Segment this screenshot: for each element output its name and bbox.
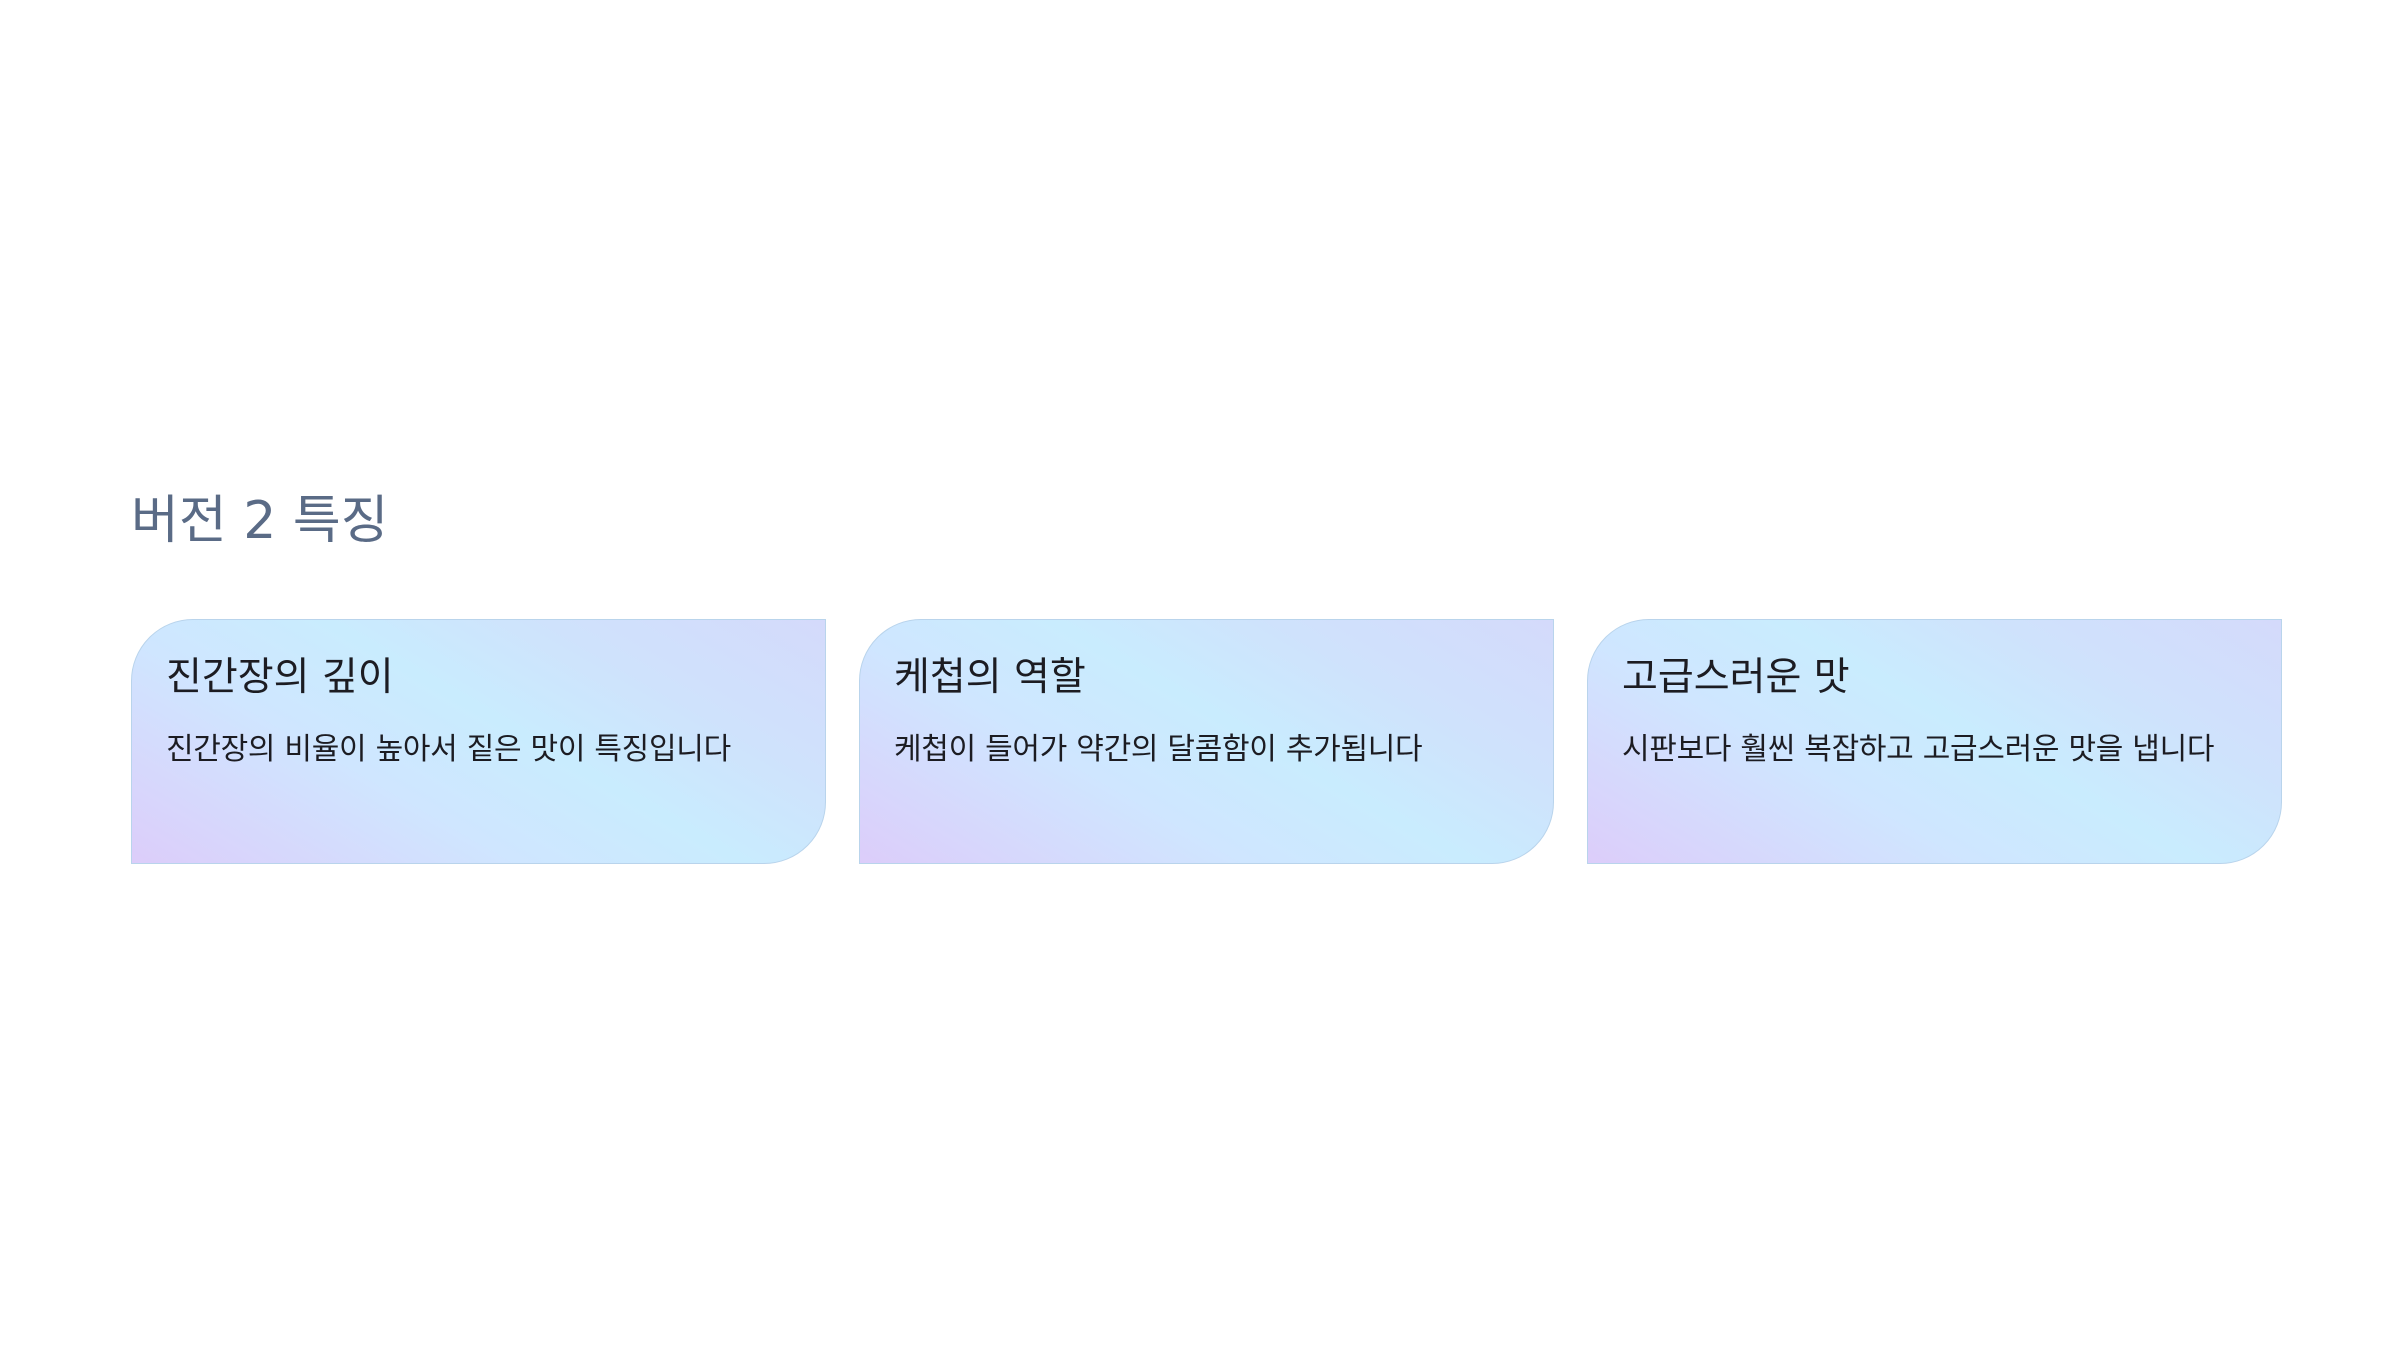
card-description: 진간장의 비율이 높아서 짙은 맛이 특징입니다 — [166, 732, 731, 767]
card-description: 시판보다 훨씬 복잡하고 고급스러운 맛을 냅니다 — [1622, 732, 2215, 767]
feature-cards: 진간장의 깊이 진간장의 비율이 높아서 짙은 맛이 특징입니다 케첩의 역할 … — [131, 619, 2283, 864]
card-title: 진간장의 깊이 — [166, 655, 394, 700]
section-title: 버전 2 특징 — [131, 491, 389, 551]
feature-card-premium-taste: 고급스러운 맛 시판보다 훨씬 복잡하고 고급스러운 맛을 냅니다 — [1587, 619, 2282, 864]
card-description: 케첩이 들어가 약간의 달콤함이 추가됩니다 — [894, 732, 1423, 767]
card-title: 고급스러운 맛 — [1622, 655, 1850, 700]
feature-card-ketchup-role: 케첩의 역할 케첩이 들어가 약간의 달콤함이 추가됩니다 — [859, 619, 1554, 864]
card-title: 케첩의 역할 — [894, 655, 1086, 700]
feature-card-soy-sauce-depth: 진간장의 깊이 진간장의 비율이 높아서 짙은 맛이 특징입니다 — [131, 619, 826, 864]
